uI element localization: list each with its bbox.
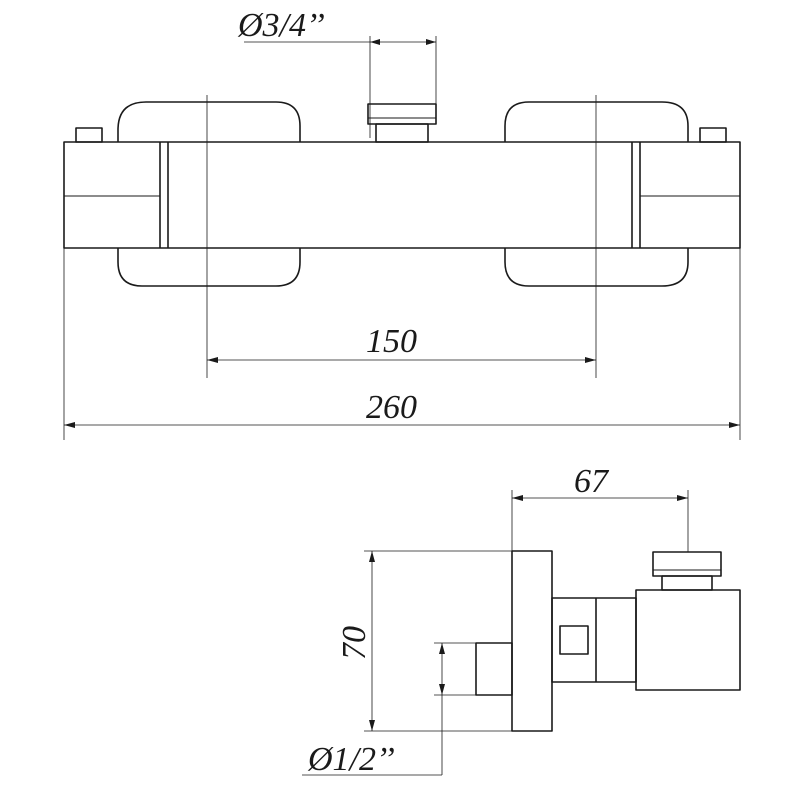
left-wall-bracket (117, 101, 301, 142)
inlet-thread-label: Ø3/4’’ (237, 7, 325, 44)
inlet-thread-dimension: Ø3/4’’ (237, 7, 436, 45)
center-distance-dimension: 150 (207, 323, 596, 363)
side-body (635, 589, 741, 691)
wall-plate (511, 550, 553, 732)
overall-length-label: 260 (366, 389, 417, 426)
front-view (63, 101, 741, 287)
right-wall-bracket (504, 101, 689, 142)
mixer-body (63, 141, 741, 249)
inlet-nut (367, 103, 437, 125)
height-label: 70 (336, 626, 373, 660)
outlet-thread-dimension: Ø1/2’’ (302, 643, 445, 778)
side-view-extension-lines (364, 490, 689, 732)
left-top-knob (75, 127, 103, 143)
outlet-thread-label: Ø1/2’’ (307, 741, 395, 778)
depth-label: 67 (574, 463, 610, 500)
side-view (475, 550, 741, 732)
overall-length-dimension: 260 (64, 389, 740, 428)
side-inlet-nut (652, 551, 722, 577)
side-outlet-pipe (475, 642, 513, 696)
depth-dimension: 67 (512, 463, 688, 501)
center-distance-label: 150 (366, 323, 417, 360)
height-dimension: 70 (336, 551, 375, 731)
front-view-extension-lines (63, 36, 741, 440)
right-top-knob (699, 127, 727, 143)
